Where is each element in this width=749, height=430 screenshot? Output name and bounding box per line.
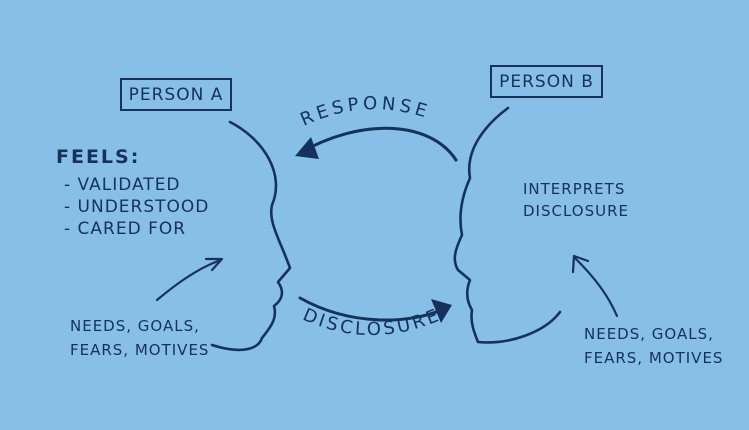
person-b-box: PERSON B bbox=[490, 65, 603, 98]
interprets-disclosure: INTERPRETS DISCLOSURE bbox=[523, 178, 629, 222]
feels-item: CARED FOR bbox=[64, 218, 209, 240]
needs-a-arrowhead bbox=[204, 257, 224, 272]
person-a-box: PERSON A bbox=[120, 78, 232, 111]
disclosure-arrow bbox=[298, 296, 448, 322]
feels-list: VALIDATED UNDERSTOOD CARED FOR bbox=[64, 174, 209, 240]
needs-b-arrowhead bbox=[571, 254, 590, 274]
response-arrowhead bbox=[295, 137, 319, 159]
person-b-needs-line1: NEEDS, GOALS, bbox=[584, 325, 714, 343]
feels-item: UNDERSTOOD bbox=[64, 196, 209, 218]
response-label: RESPONSE bbox=[297, 93, 433, 130]
person-a-label: PERSON A bbox=[128, 84, 224, 105]
person-a-needs-line2: FEARS, MOTIVES bbox=[70, 341, 210, 359]
person-b-label: PERSON B bbox=[499, 71, 594, 92]
person-a-head-outline bbox=[210, 120, 292, 352]
disclosure-arrowhead bbox=[431, 299, 452, 323]
feels-item: VALIDATED bbox=[64, 174, 209, 196]
person-b-needs-line2: FEARS, MOTIVES bbox=[584, 349, 724, 367]
person-b-needs: NEEDS, GOALS, FEARS, MOTIVES bbox=[584, 322, 723, 370]
interprets-line1: INTERPRETS bbox=[523, 180, 626, 198]
interprets-line2: DISCLOSURE bbox=[523, 202, 629, 220]
feels-title: FEELS: bbox=[56, 146, 141, 168]
response-arrow bbox=[298, 126, 458, 162]
person-b-head-outline bbox=[453, 106, 562, 344]
needs-b-arrow bbox=[573, 256, 619, 318]
person-a-needs-line1: NEEDS, GOALS, bbox=[70, 317, 200, 335]
person-a-needs: NEEDS, GOALS, FEARS, MOTIVES bbox=[70, 314, 209, 362]
needs-a-arrow bbox=[155, 259, 220, 302]
